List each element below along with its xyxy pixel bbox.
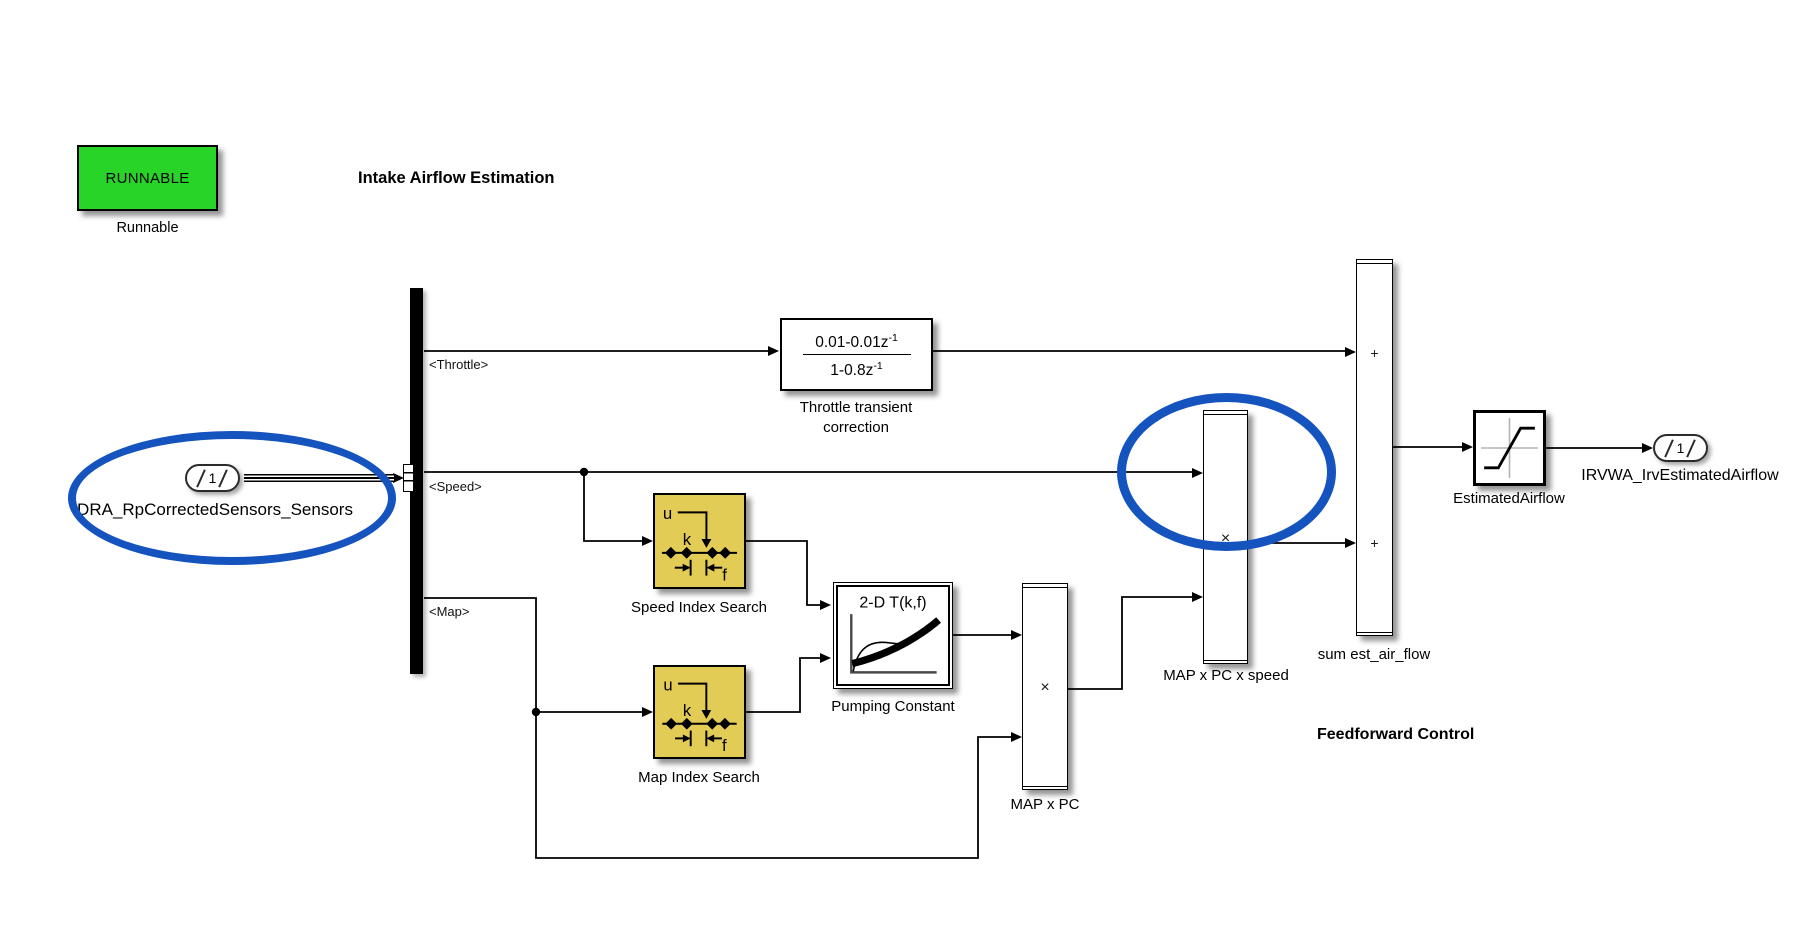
- arrowhead: [1011, 630, 1022, 640]
- prelookup-icon: u k f: [661, 504, 738, 585]
- arrowhead: [820, 653, 831, 663]
- outport-number: 1: [1676, 440, 1685, 456]
- highlight-ellipse-mapxpcxspeed: [1117, 393, 1336, 551]
- prelookup-icon: u k f: [662, 676, 737, 755]
- arrowhead: [393, 473, 404, 483]
- svg-text:k: k: [683, 701, 692, 720]
- map-x-pc-block-name[interactable]: MAP x PC: [1010, 796, 1080, 813]
- speed-index-search-block[interactable]: u k f: [653, 493, 746, 589]
- runnable-block[interactable]: RUNNABLE: [77, 145, 218, 211]
- throttle-transient-correction-block[interactable]: 0.01-0.01z-1 1-0.8z-1: [780, 318, 933, 391]
- outport-name[interactable]: IRVWA_IrvEstimatedAirflow: [1581, 467, 1779, 484]
- map-x-pc-product-block[interactable]: ×: [1022, 583, 1068, 790]
- plus-sign: +: [1370, 535, 1379, 551]
- wire-map[interactable]: [424, 597, 1011, 859]
- map-index-search-block-name[interactable]: Map Index Search: [638, 769, 760, 786]
- throttle-transient-block-name[interactable]: Throttle transient correction: [799, 399, 913, 436]
- fraction-line: [802, 354, 911, 355]
- runnable-block-name[interactable]: Runnable: [116, 220, 179, 236]
- svg-text:2-D T(k,f): 2-D T(k,f): [859, 594, 926, 611]
- sum-block-name[interactable]: sum est_air_flow: [1317, 646, 1431, 663]
- arrowhead: [1011, 732, 1022, 742]
- bus-signal-label-map: <Map>: [429, 604, 470, 619]
- pumping-constant-block[interactable]: 2-D T(k,f): [833, 582, 953, 689]
- wire-mapxpc-to-mapxpcxspeed[interactable]: [1068, 596, 1192, 690]
- lookup2d-icon: 2-D T(k,f): [836, 585, 950, 686]
- diagram-title: Intake Airflow Estimation: [358, 169, 555, 187]
- wire-mapindex-to-pumping[interactable]: [746, 657, 820, 713]
- arrowhead: [1345, 538, 1356, 548]
- highlight-ellipse-inport: [68, 431, 396, 565]
- transfer-fn-numerator: 0.01-0.01z-1: [815, 331, 898, 351]
- wire-speed-branch[interactable]: [583, 472, 642, 542]
- svg-text:f: f: [722, 566, 727, 585]
- transfer-fn-denominator: 1-0.8z-1: [830, 360, 883, 380]
- arrowhead: [642, 536, 653, 546]
- bus-slash-icon: [1686, 438, 1697, 458]
- estimated-airflow-saturation-block[interactable]: [1473, 410, 1546, 486]
- arrowhead: [1345, 347, 1356, 357]
- arrowhead: [820, 600, 831, 610]
- svg-text:u: u: [663, 676, 672, 695]
- arrowhead: [642, 707, 653, 717]
- arrowhead: [1462, 442, 1473, 452]
- arrowhead: [1192, 592, 1203, 602]
- pumping-constant-block-name[interactable]: Pumping Constant: [831, 698, 955, 715]
- saturation-icon: [1481, 418, 1538, 478]
- multiply-operator: ×: [1040, 679, 1050, 696]
- saturation-block-name[interactable]: EstimatedAirflow: [1453, 490, 1565, 507]
- plus-sign: +: [1370, 345, 1379, 361]
- arrowhead: [1642, 443, 1653, 453]
- svg-text:u: u: [663, 504, 672, 523]
- speed-index-search-block-name[interactable]: Speed Index Search: [631, 599, 767, 616]
- bus-signal-label-speed: <Speed>: [429, 479, 482, 494]
- bus-port-connector: [403, 464, 414, 492]
- bus-slash-icon: [1664, 438, 1675, 458]
- feedforward-control-annotation: Feedforward Control: [1317, 726, 1475, 743]
- svg-text:f: f: [722, 736, 727, 755]
- runnable-badge-text: RUNNABLE: [105, 169, 190, 187]
- arrowhead: [768, 346, 779, 356]
- bus-selector-bar[interactable]: [410, 288, 423, 674]
- wire-speedindex-to-pumping[interactable]: [746, 540, 820, 606]
- map-x-pc-x-speed-block-name[interactable]: MAP x PC x speed: [1163, 667, 1289, 684]
- bus-signal-label-throttle: <Throttle>: [429, 357, 489, 372]
- svg-text:k: k: [683, 530, 692, 549]
- map-index-search-block[interactable]: u k f: [653, 665, 746, 759]
- outport-1[interactable]: 1: [1653, 434, 1708, 462]
- sum-est-air-flow-block[interactable]: + +: [1356, 259, 1393, 636]
